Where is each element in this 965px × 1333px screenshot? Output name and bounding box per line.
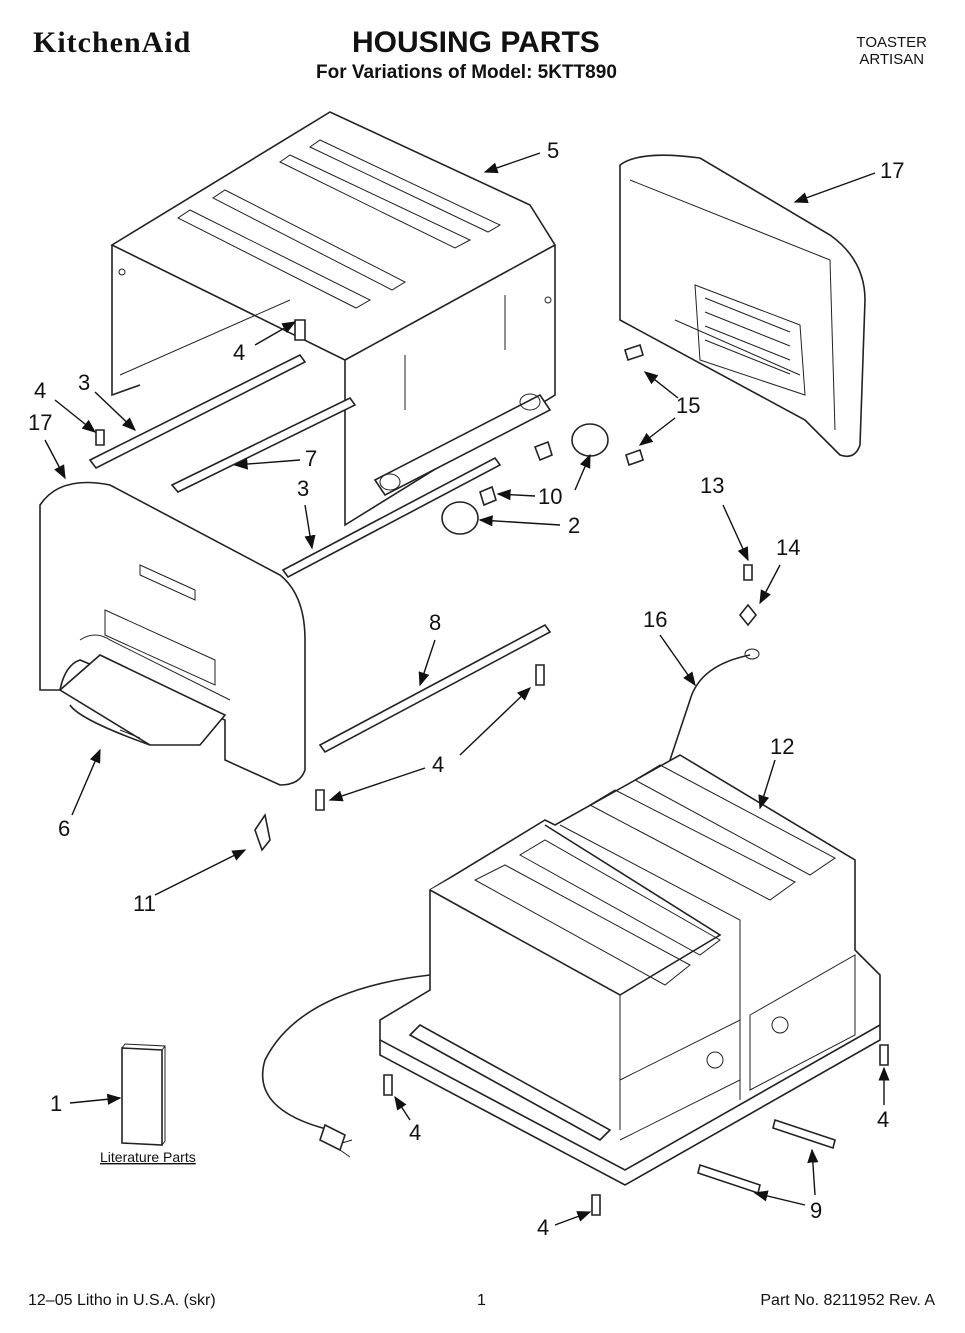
callout-3-left: 3 [78, 370, 90, 395]
callout-4-top: 4 [233, 340, 245, 365]
callout-7: 7 [305, 446, 317, 471]
callout-2: 2 [568, 513, 580, 538]
leader-lines [44, 152, 890, 1226]
callout-11: 11 [133, 891, 156, 916]
footer-page-number: 1 [477, 1292, 486, 1309]
callout-17-front: 17 [28, 410, 52, 435]
power-cord [261, 974, 431, 1158]
callout-4-bracket: 4 [432, 752, 444, 777]
callout-8: 8 [429, 610, 441, 635]
footer-litho: 12–05 Litho in U.S.A. (skr) [28, 1292, 216, 1309]
model-subtitle: For Variations of Model: 5KTT890 [316, 62, 617, 83]
brand-logo: KitchenAid [33, 26, 192, 59]
callout-13: 13 [700, 473, 724, 498]
callout-5: 5 [547, 138, 559, 163]
callout-10: 10 [538, 484, 562, 509]
product-type: TOASTER ARTISAN [856, 34, 927, 68]
callout-6: 6 [58, 816, 70, 841]
callout-4-base-right: 4 [877, 1107, 889, 1132]
literature-booklet [121, 1043, 166, 1146]
product-type-line2: ARTISAN [859, 51, 925, 68]
callout-4-left: 4 [34, 378, 46, 403]
callout-14: 14 [776, 535, 800, 560]
end-panel-front [39, 481, 306, 786]
callout-1: 1 [50, 1091, 62, 1116]
end-panel-rear [619, 154, 866, 458]
callout-4-base-bottom: 4 [537, 1215, 549, 1240]
page-title: HOUSING PARTS [352, 26, 600, 59]
pins [697, 1118, 836, 1195]
callout-17-rear: 17 [880, 158, 904, 183]
ground-wire [669, 648, 760, 761]
literature-parts-label: Literature Parts [100, 1149, 196, 1165]
knobs-and-fasteners [95, 319, 889, 1216]
callout-9: 9 [810, 1198, 822, 1223]
callout-16: 16 [643, 607, 667, 632]
callout-15: 15 [676, 393, 700, 418]
brackets [88, 353, 552, 754]
callout-12: 12 [770, 734, 794, 759]
base-chassis [379, 754, 881, 1186]
housing-shell [110, 111, 556, 527]
callout-4-base-left: 4 [409, 1120, 421, 1145]
callout-3-mid: 3 [297, 476, 309, 501]
footer-part-number: Part No. 8211952 Rev. A [760, 1292, 935, 1309]
product-type-line1: TOASTER [856, 34, 927, 51]
crumb-tray [58, 654, 227, 746]
